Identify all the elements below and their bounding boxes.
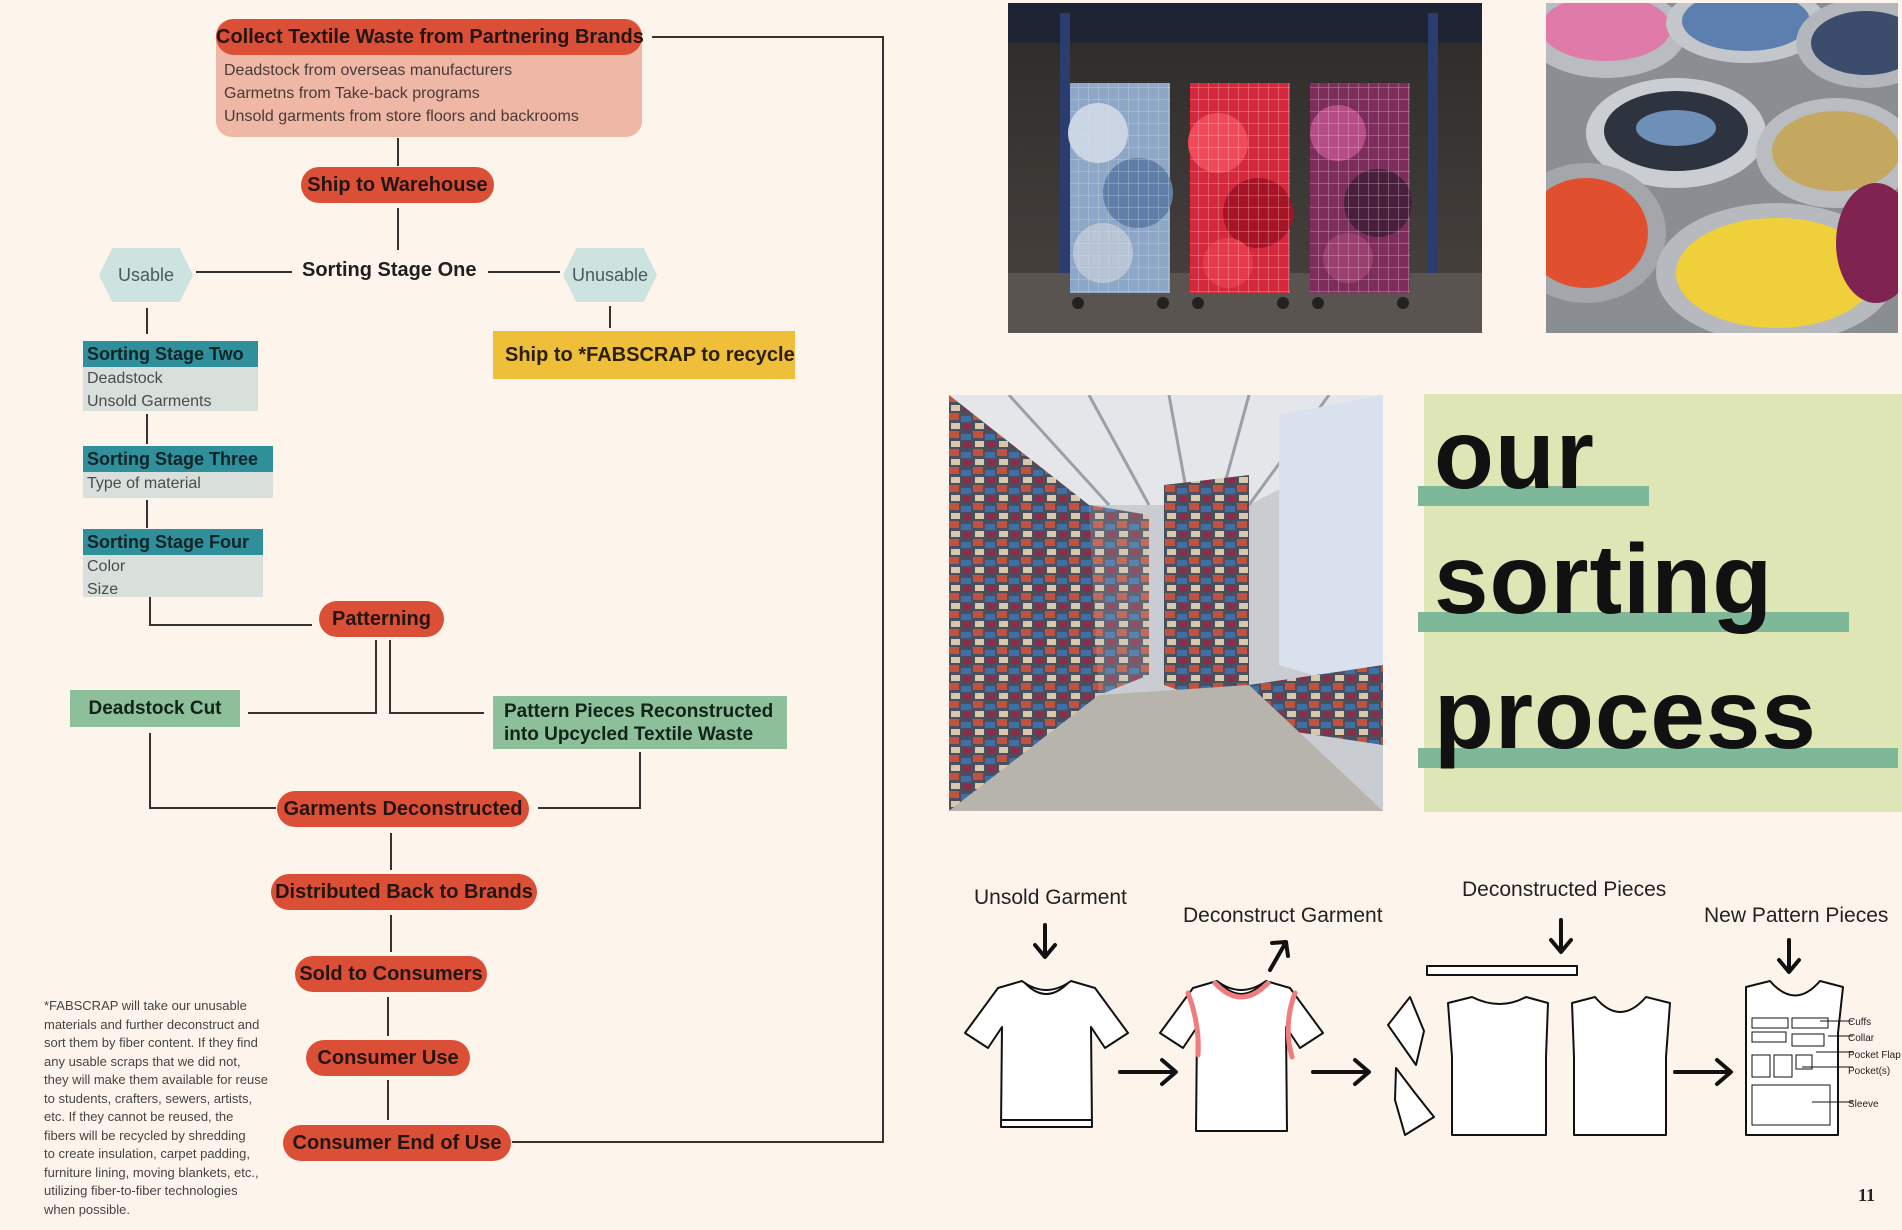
footnote-line: to create insulation, carpet padding, xyxy=(44,1146,250,1161)
sorting-stage-two-line: Deadstock xyxy=(87,370,163,387)
collect-source-line: Deadstock from overseas manufacturers xyxy=(224,62,513,79)
sold-to-consumers-node: Sold to Consumers xyxy=(295,956,487,992)
footnote-line: utilizing fiber-to-fiber technologies xyxy=(44,1183,238,1198)
sorting-stage-two-line: Unsold Garments xyxy=(87,393,212,410)
pattern-piece-label-cuffs: Cuffs xyxy=(1848,1017,1872,1028)
sorting-stage-four-line: Size xyxy=(87,581,119,598)
footnote-line: *FABSCRAP will take our unusable xyxy=(44,998,247,1013)
title-underline-our xyxy=(1418,486,1649,506)
sorting-stage-two-title: Sorting Stage Two xyxy=(83,341,258,367)
footnote-line: to students, crafters, sewers, artists, xyxy=(44,1090,253,1106)
pattern-pieces-line: Pattern Pieces Reconstructed xyxy=(504,701,774,722)
unusable-node: Unusable xyxy=(563,248,657,302)
pattern-piece-label-collar: Collar xyxy=(1848,1033,1875,1044)
step-label-unsold-garment: Unsold Garment xyxy=(974,886,1127,909)
photo-fabric-bins-image xyxy=(1546,3,1898,333)
title-word-our: our xyxy=(1434,399,1595,509)
sorting-stage-three-title: Sorting Stage Three xyxy=(83,446,273,472)
photo-textile-bales xyxy=(949,395,1383,811)
collect-source-line: Unsold garments from store floors and ba… xyxy=(224,108,579,125)
pattern-pieces-node: Pattern Pieces Reconstructed into Upcycl… xyxy=(493,696,787,749)
footnote-line: fibers will be recycled by shredding xyxy=(44,1127,246,1143)
title-underline-process xyxy=(1418,748,1898,768)
usable-node: Usable xyxy=(99,248,193,302)
distributed-back-node: Distributed Back to Brands xyxy=(271,874,537,910)
collect-waste-title: Collect Textile Waste from Partnering Br… xyxy=(216,19,644,55)
title-word-sorting: sorting xyxy=(1434,524,1774,634)
fabscrap-footnote: *FABSCRAP will take our unusable materia… xyxy=(44,997,274,1219)
ship-to-fabscrap-node: Ship to *FABSCRAP to recycle xyxy=(493,331,795,379)
ship-to-warehouse-node: Ship to Warehouse xyxy=(301,167,494,203)
photo-textile-cages-image xyxy=(1008,3,1482,333)
sorting-stage-four-node: Sorting Stage Four Color Size xyxy=(83,529,263,598)
page-number: 11 xyxy=(1858,1185,1876,1205)
deadstock-cut-node: Deadstock Cut xyxy=(70,690,240,727)
collect-source-line: Garmetns from Take-back programs xyxy=(224,85,480,102)
sorting-stage-three-line: Type of material xyxy=(87,475,201,492)
pattern-piece-label-sleeve: Sleeve xyxy=(1848,1099,1879,1110)
photo-fabric-bins xyxy=(1546,3,1898,333)
title-panel xyxy=(1424,394,1902,812)
step-label-deconstructed-pieces: Deconstructed Pieces xyxy=(1462,878,1667,901)
title-word-process: process xyxy=(1434,659,1817,769)
footnote-line: furniture lining, moving blankets, etc., xyxy=(44,1164,259,1180)
patterning-node: Patterning xyxy=(319,601,444,637)
sorting-stage-four-line: Color xyxy=(87,558,126,575)
title-underline-sorting xyxy=(1418,612,1849,632)
pattern-piece-label-pocket-flap: Pocket Flap xyxy=(1848,1050,1901,1061)
footnote-line: when possible. xyxy=(44,1201,130,1217)
garments-deconstructed-node: Garments Deconstructed xyxy=(277,791,529,827)
footnote-line: any usable scraps that we did not, xyxy=(44,1053,241,1069)
sorting-stage-four-title: Sorting Stage Four xyxy=(83,529,263,555)
photo-textile-bales-image xyxy=(949,395,1383,811)
sorting-stage-three-node: Sorting Stage Three Type of material xyxy=(83,446,273,498)
footnote-line: they will make them available for reuse xyxy=(44,1072,268,1087)
step-label-deconstruct-garment: Deconstruct Garment xyxy=(1183,904,1383,927)
sorting-stage-one-node: Sorting Stage One xyxy=(302,259,477,281)
pattern-piece-label-pockets: Pocket(s) xyxy=(1848,1066,1891,1077)
step-label-new-pattern-pieces: New Pattern Pieces xyxy=(1704,904,1889,927)
pattern-pieces-line: into Upcycled Textile Waste xyxy=(504,724,754,745)
photo-textile-cages xyxy=(1008,3,1482,333)
consumer-use-node: Consumer Use xyxy=(306,1040,470,1076)
consumer-end-of-use-node: Consumer End of Use xyxy=(283,1125,511,1161)
footnote-line: sort them by fiber content. If they find xyxy=(44,1035,258,1050)
garment-steps-illustration xyxy=(964,918,1853,1136)
collect-waste-sources: Deadstock from overseas manufacturers Ga… xyxy=(216,55,642,128)
footnote-line: materials and further deconstruct and xyxy=(44,1016,260,1032)
footnote-line: etc. If they cannot be reused, the xyxy=(44,1109,234,1124)
sorting-stage-two-node: Sorting Stage Two Deadstock Unsold Garme… xyxy=(83,341,258,411)
collect-waste-node: Collect Textile Waste from Partnering Br… xyxy=(216,19,644,137)
